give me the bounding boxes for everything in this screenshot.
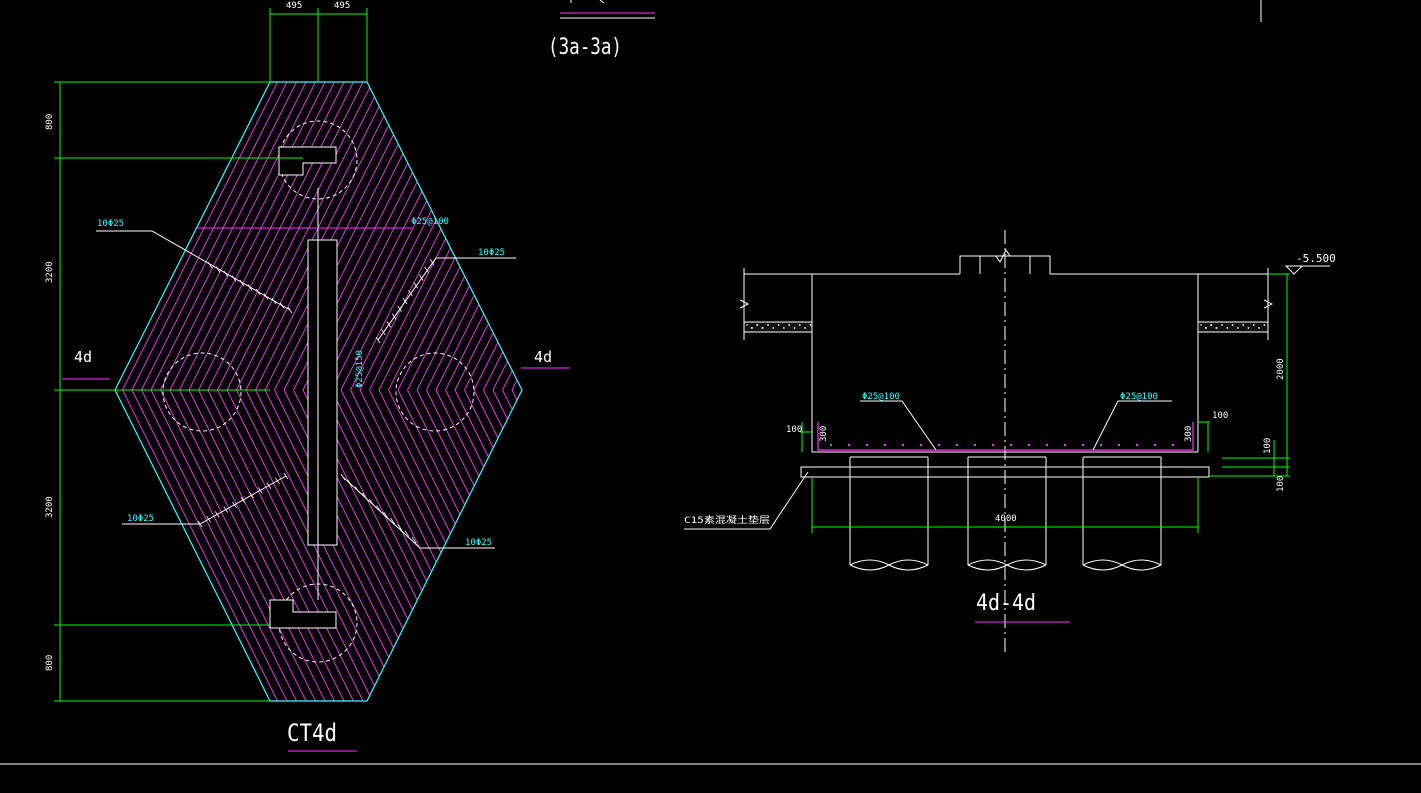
pile-left: [162, 352, 242, 432]
bedding-layer: [800, 466, 1210, 478]
rebar-lower-left: 10Φ25: [127, 514, 154, 524]
central-slot: [307, 239, 338, 546]
elevation-label: -5.500: [1296, 252, 1336, 265]
dim-left-2: 3200: [45, 261, 55, 283]
dim-top-1: 495: [286, 1, 302, 11]
rebar-center-vertical: Φ25@150: [355, 350, 365, 388]
dim-top-2: 495: [334, 1, 350, 11]
side-left: 300: [819, 426, 829, 442]
rebar-top-horizontal: Φ25@100: [411, 217, 449, 227]
section-mark-left: 4d: [74, 348, 92, 366]
rebar-label-left: Φ25@100: [862, 392, 900, 402]
column-stub-bottom: [269, 599, 337, 629]
pile-right: [395, 352, 475, 432]
cover-right: 100: [1212, 411, 1228, 421]
dim-depth: 2000: [1276, 358, 1286, 380]
top-fragment: (3a-3a): [548, 0, 1262, 60]
plan-title: CT4d: [287, 719, 337, 747]
rebar-label-right: Φ25@100: [1120, 392, 1158, 402]
dim-width: 4000: [995, 514, 1017, 524]
rebar-hatch: [115, 82, 522, 701]
section-mark-right: 4d: [534, 348, 552, 366]
dim-left-1: 800: [45, 114, 55, 130]
dim-left-3: 3200: [45, 496, 55, 518]
rebar-upper-right: 10Φ25: [478, 248, 505, 258]
piles: [849, 456, 1162, 571]
rebar-lower-right: 10Φ25: [465, 538, 492, 548]
bedding-label: C15素混凝土垫层: [684, 514, 770, 526]
pad-dim-1: 100: [1263, 438, 1273, 454]
column-stub-top: [278, 146, 337, 176]
pad-dim-2: 100: [1276, 476, 1286, 492]
section-title: 4d-4d: [976, 591, 1036, 616]
section-title-3a: (3a-3a): [548, 35, 622, 60]
side-right: 300: [1184, 426, 1194, 442]
plan-view: 495 495 800 3200 3200 800 Φ25@100 Φ25@15…: [45, 1, 570, 752]
dim-left-4: 800: [45, 655, 55, 671]
section-view: 4000 Φ25@100 Φ25@100 100 100 300 300 200…: [684, 230, 1336, 652]
cover-left: 100: [786, 425, 802, 435]
rebar-upper-left: 10Φ25: [97, 219, 124, 229]
